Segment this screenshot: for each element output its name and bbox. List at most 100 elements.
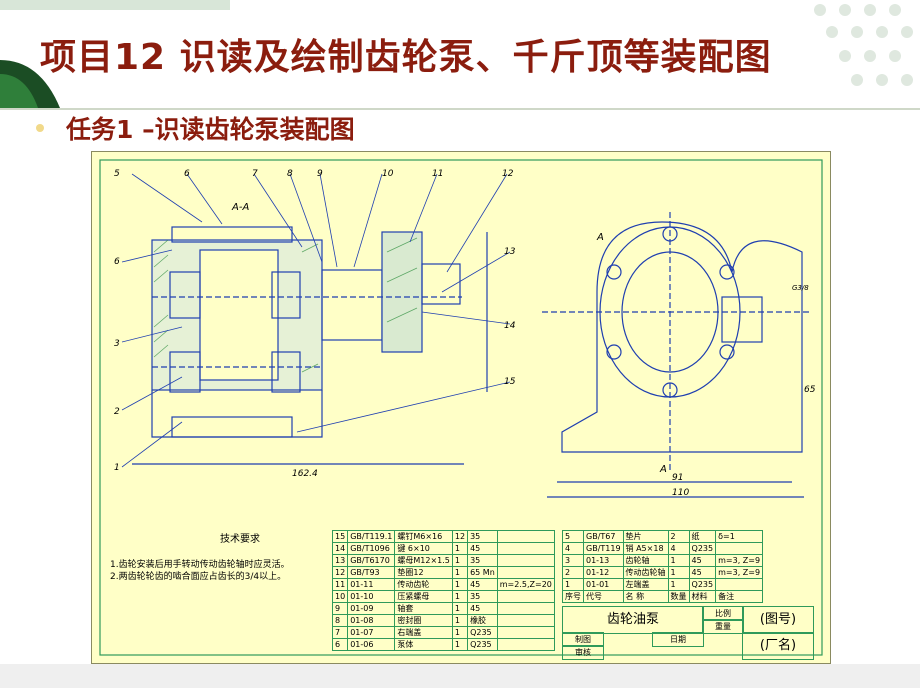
- table-cell: [496, 542, 555, 555]
- dim-110: 110: [672, 488, 689, 498]
- table-cell: 1: [451, 578, 469, 591]
- title-block-date: 日期: [652, 632, 704, 647]
- table-cell: 密封圈: [394, 614, 453, 627]
- table-cell: 泵体: [394, 638, 453, 651]
- table-cell: 35: [467, 590, 498, 603]
- table-cell: [496, 554, 555, 567]
- table-cell: [715, 578, 764, 591]
- table-cell: 1: [451, 542, 469, 555]
- table-cell: 1: [667, 554, 690, 567]
- table-cell: 45: [467, 542, 498, 555]
- table-cell: 01-13: [583, 554, 624, 567]
- table-cell: [496, 590, 555, 603]
- table-cell: 材料: [688, 590, 717, 603]
- table-cell: δ=1: [715, 530, 764, 543]
- callout-9: 9: [317, 169, 323, 179]
- table-cell: 01-01: [583, 578, 624, 591]
- table-cell: 45: [688, 554, 717, 567]
- callout-11: 11: [432, 169, 443, 179]
- table-cell: 齿轮轴: [622, 554, 669, 567]
- callout-13: 13: [504, 247, 516, 257]
- table-cell: 8: [331, 614, 349, 627]
- table-cell: 4: [562, 542, 584, 555]
- table-cell: [496, 614, 555, 627]
- table-header: 序号代号名 称数量材料备注: [562, 590, 764, 603]
- view-label-a: A: [596, 232, 604, 243]
- table-cell: GB/T67: [583, 530, 624, 543]
- table-cell: 1: [667, 566, 690, 579]
- table-cell: Q235: [467, 638, 498, 651]
- title-block-drafter: 制图: [562, 632, 604, 647]
- dim-162: 162.4: [292, 469, 318, 479]
- table-cell: 键 6×10: [394, 542, 453, 555]
- front-view: [542, 212, 812, 498]
- table-cell: 1: [451, 602, 469, 615]
- table-cell: [496, 566, 555, 579]
- table-cell: [496, 530, 555, 543]
- task-heading: 任务1 –识读齿轮泵装配图: [66, 115, 355, 144]
- table-cell: 01-12: [583, 566, 624, 579]
- table-cell: [496, 626, 555, 639]
- callout-14: 14: [504, 321, 516, 331]
- table-cell: 传动齿轮: [394, 578, 453, 591]
- table-cell: 3: [562, 554, 584, 567]
- table-cell: 1: [451, 590, 469, 603]
- callout-8: 8: [287, 169, 293, 179]
- table-cell: 7: [331, 626, 349, 639]
- table-cell: 橡胶: [467, 614, 498, 627]
- table-cell: 序号: [562, 590, 584, 603]
- table-cell: 14: [331, 542, 349, 555]
- table-cell: Q235: [688, 542, 717, 555]
- notes-title: 技术要求: [220, 534, 260, 545]
- dim-65: 65: [804, 385, 816, 395]
- table-cell: 左端盖: [622, 578, 669, 591]
- table-cell: 45: [467, 578, 498, 591]
- table-cell: 1: [451, 566, 469, 579]
- table-cell: [715, 542, 764, 555]
- cad-views: 5 6 7 8 9 10 11 12 13 14 15 6 3 2 1 A-A …: [99, 159, 823, 656]
- table-cell: 1: [451, 626, 469, 639]
- callout-5: 5: [114, 169, 120, 179]
- table-cell: 01-11: [347, 578, 396, 591]
- dim-91: 91: [672, 473, 683, 483]
- callout-7: 7: [252, 169, 258, 179]
- table-cell: Q235: [688, 578, 717, 591]
- table-cell: m=3, Z=9: [715, 554, 764, 567]
- table-cell: 代号: [583, 590, 624, 603]
- corner-decoration: [0, 0, 230, 108]
- section-label: A-A: [231, 202, 249, 213]
- table-cell: 1: [451, 614, 469, 627]
- table-cell: [496, 638, 555, 651]
- table-cell: [496, 602, 555, 615]
- table-cell: 15: [331, 530, 349, 543]
- table-cell: Q235: [467, 626, 498, 639]
- table-cell: 11: [331, 578, 349, 591]
- table-cell: 1: [562, 578, 584, 591]
- table-cell: 纸: [688, 530, 717, 543]
- table-cell: GB/T1096: [347, 542, 396, 555]
- title-block-name: 齿轮油泵: [562, 606, 704, 634]
- dim-thread: G3/8: [792, 284, 809, 292]
- table-cell: 2: [562, 566, 584, 579]
- footer-bar: [0, 664, 920, 688]
- table-cell: 2: [667, 530, 690, 543]
- table-cell: 垫圈12: [394, 566, 453, 579]
- table-cell: 数量: [667, 590, 690, 603]
- section-view: [132, 226, 488, 465]
- table-cell: 传动齿轮轴: [622, 566, 669, 579]
- note-line: 1.齿轮安装后用手转动传动齿轮轴时应灵活。: [110, 560, 290, 570]
- table-cell: 12: [451, 530, 469, 543]
- table-cell: 01-09: [347, 602, 396, 615]
- technical-notes: 技术要求 1.齿轮安装后用手转动传动齿轮轴时应灵活。 2.两齿轮轮齿的啮合面应占…: [110, 530, 330, 583]
- table-cell: 1: [451, 554, 469, 567]
